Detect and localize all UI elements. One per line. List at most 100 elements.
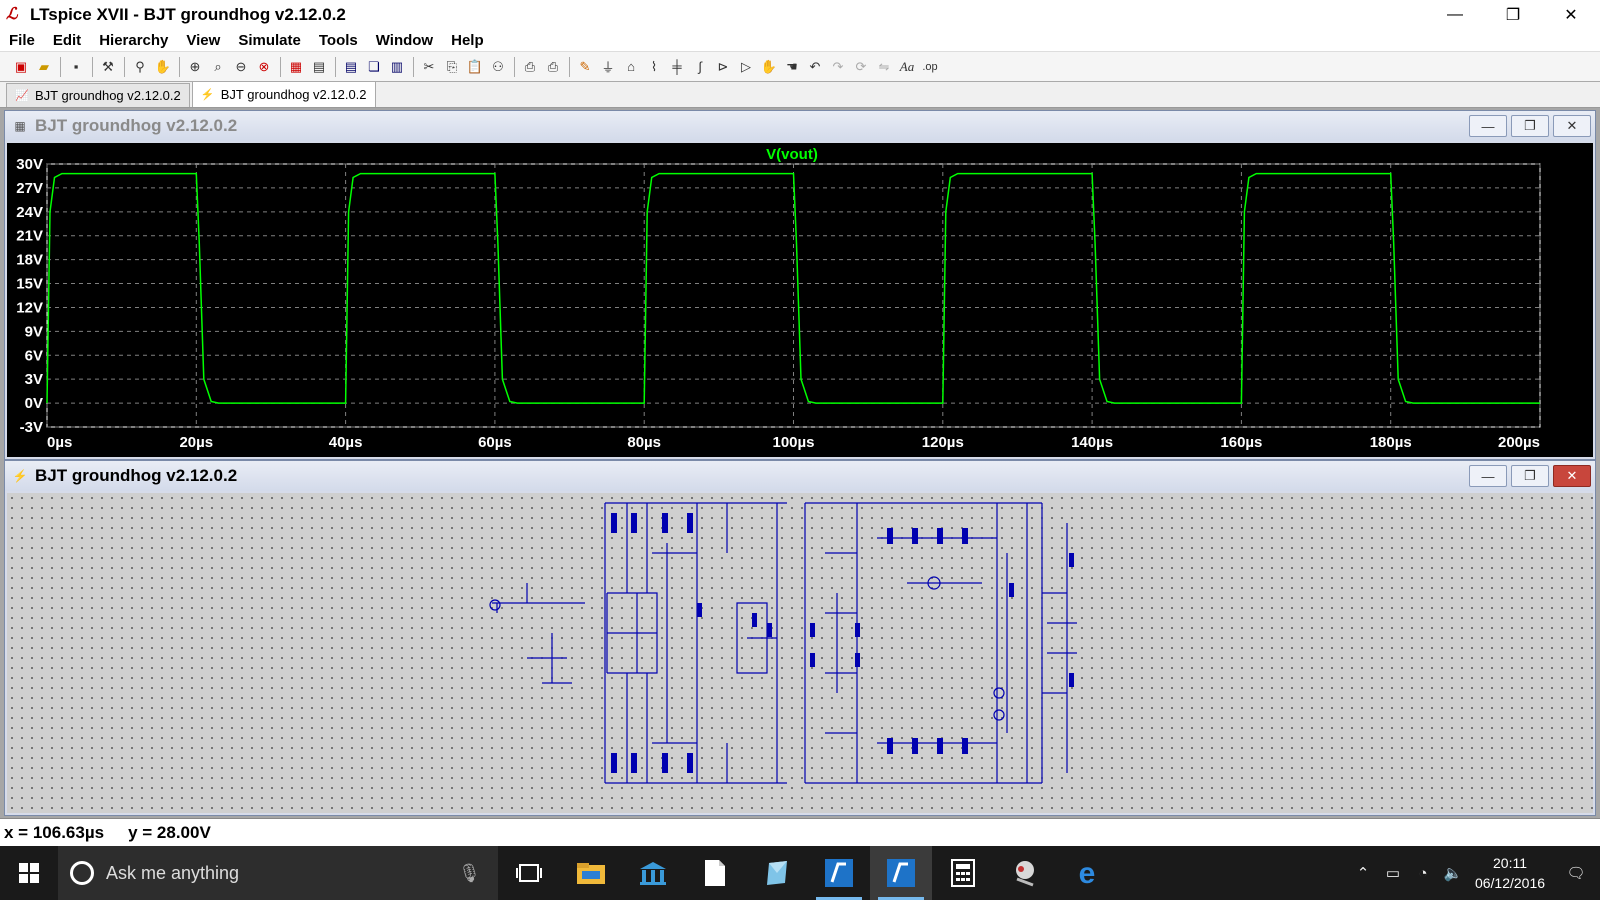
tile-vertical-icon[interactable]: ▥	[390, 58, 404, 74]
text-icon[interactable]: Aa	[899, 58, 915, 74]
edge-icon[interactable]: e	[1056, 846, 1118, 900]
wifi-icon[interactable]: ◔	[1418, 864, 1428, 882]
move-icon[interactable]: ✋	[760, 58, 778, 74]
y-tick-label: 24V	[16, 204, 43, 221]
y-tick-label: 3V	[25, 371, 43, 388]
drag-icon[interactable]: ☚	[786, 58, 798, 74]
restore-button[interactable]: ❐	[1511, 115, 1549, 137]
waveform-window-titlebar[interactable]: ▦ BJT groundhog v2.12.0.2 — ❐ ✕	[5, 111, 1595, 141]
cascade-icon[interactable]: ❏	[368, 58, 380, 74]
print-setup-icon[interactable]: ⎙	[524, 58, 536, 74]
microphone-icon[interactable]: 🎙	[458, 862, 481, 883]
snipping-icon[interactable]	[994, 846, 1056, 900]
battery-icon[interactable]: ▭	[1385, 865, 1401, 882]
ltspice-xvii-icon[interactable]	[870, 846, 932, 900]
calculator-icon[interactable]	[932, 846, 994, 900]
minimize-button[interactable]: —	[1447, 6, 1463, 23]
new-schematic-icon[interactable]: ▣	[14, 58, 28, 74]
waveform-icon: ▦	[14, 119, 26, 133]
notification-icon[interactable]: 🗨	[1566, 865, 1586, 882]
file-explorer-icon[interactable]	[560, 846, 622, 900]
x-tick-label: 20µs	[179, 434, 213, 451]
toolbar-divider	[92, 56, 93, 77]
capacitor-icon[interactable]: ╪	[672, 59, 682, 74]
clock-date: 06/12/2016	[1474, 875, 1546, 891]
component-icon[interactable]: ▷	[741, 58, 751, 74]
diode-icon[interactable]: ⊳	[717, 58, 729, 74]
library-icon[interactable]	[622, 846, 684, 900]
circuit-drawing[interactable]	[7, 493, 1593, 813]
grid	[46, 163, 1541, 428]
tab-schematic[interactable]: ⚡ BJT groundhog v2.12.0.2	[191, 81, 376, 107]
maximize-button[interactable]: ❐	[1505, 7, 1521, 24]
menu-window[interactable]: Window	[375, 32, 434, 49]
restore-button[interactable]: ❐	[1511, 465, 1549, 487]
menu-hierarchy[interactable]: Hierarchy	[99, 32, 169, 49]
x-tick-label: 180µs	[1370, 434, 1412, 451]
status-bar: x = 106.63µs y = 28.00V	[0, 818, 1600, 846]
minimize-button[interactable]: —	[1469, 465, 1507, 487]
toolbar-divider	[335, 56, 336, 77]
close-button[interactable]: ✕	[1564, 7, 1578, 24]
search-box[interactable]: Ask me anything 🎙	[58, 846, 498, 900]
search-placeholder: Ask me anything	[106, 862, 240, 883]
menu-help[interactable]: Help	[451, 32, 484, 49]
chevron-up-icon[interactable]: ⌃	[1356, 865, 1370, 882]
menu-simulate[interactable]: Simulate	[238, 32, 301, 49]
control-panel-icon[interactable]: ⚒	[102, 58, 114, 74]
find-icon[interactable]: ⚇	[492, 58, 504, 74]
tab-waveform[interactable]: 📈 BJT groundhog v2.12.0.2	[6, 83, 190, 107]
rotate-icon[interactable]: ⟳	[855, 58, 867, 74]
menu-edit[interactable]: Edit	[52, 32, 82, 49]
paint-icon[interactable]	[746, 846, 808, 900]
tile-horizontal-icon[interactable]: ▤	[344, 58, 358, 74]
trace-label[interactable]: V(vout)	[766, 146, 818, 163]
document-tabs: 📈 BJT groundhog v2.12.0.2 ⚡ BJT groundho…	[0, 81, 1600, 108]
toolbar-divider	[179, 56, 180, 77]
label-icon[interactable]: ⌂	[627, 59, 635, 74]
minimize-button[interactable]: —	[1469, 115, 1507, 137]
halt-icon[interactable]: ✋	[154, 58, 172, 74]
redo-icon[interactable]: ↷	[832, 58, 844, 74]
zoom-in-icon[interactable]: ⊕	[189, 58, 201, 74]
run-icon[interactable]: ⚲	[135, 58, 145, 74]
menu-view[interactable]: View	[186, 32, 221, 49]
menu-file[interactable]: File	[9, 32, 35, 49]
task-view-icon[interactable]	[498, 846, 560, 900]
waveform-chart[interactable]: V(vout) 30V27V24V21V18V15V12V9V6V3V0V-3V…	[7, 143, 1593, 457]
open-icon[interactable]: ▰	[39, 58, 49, 74]
paste-icon[interactable]: 📋	[466, 58, 484, 74]
waveform-icon: 📈	[15, 89, 29, 102]
inductor-icon[interactable]: ∫	[698, 59, 702, 74]
clock-time: 20:11	[1493, 855, 1527, 871]
start-button[interactable]	[0, 846, 58, 900]
x-tick-label: 200µs	[1498, 434, 1540, 451]
zoom-out-icon[interactable]: ⊖	[235, 58, 247, 74]
grid-icon[interactable]: ▤	[312, 58, 326, 74]
ltspice-iv-icon[interactable]	[808, 846, 870, 900]
clock[interactable]: 20:11 06/12/2016	[1468, 853, 1552, 893]
document-icon[interactable]	[684, 846, 746, 900]
volume-icon[interactable]: 🔈	[1443, 865, 1463, 882]
menu-tools[interactable]: Tools	[318, 32, 358, 49]
save-icon[interactable]: ▪	[73, 59, 79, 74]
zoom-fit-icon[interactable]: ⊗	[258, 58, 270, 74]
schematic-window-titlebar[interactable]: ⚡ BJT groundhog v2.12.0.2 — ❐ ✕	[5, 461, 1595, 491]
wire-icon[interactable]: ✎	[579, 58, 591, 74]
y-tick-label: 0V	[25, 395, 43, 412]
resistor-icon[interactable]: ⌇	[650, 58, 658, 74]
spice-directive-icon[interactable]: .op	[922, 60, 938, 73]
close-button[interactable]: ✕	[1553, 465, 1591, 487]
close-button[interactable]: ✕	[1553, 115, 1591, 137]
copy-icon[interactable]: ⎘	[446, 58, 458, 74]
zoom-area-icon[interactable]: ⌕	[214, 58, 222, 74]
mirror-icon[interactable]: ⇋	[878, 58, 890, 74]
undo-icon[interactable]: ↶	[809, 58, 821, 74]
cut-icon[interactable]: ✂	[423, 58, 435, 74]
print-icon[interactable]: ⎙	[547, 58, 559, 74]
autorange-icon[interactable]: ▦	[289, 58, 303, 74]
schematic-canvas[interactable]	[7, 493, 1593, 813]
ground-icon[interactable]: ⏚	[601, 60, 615, 75]
toolbar-divider	[60, 56, 61, 77]
